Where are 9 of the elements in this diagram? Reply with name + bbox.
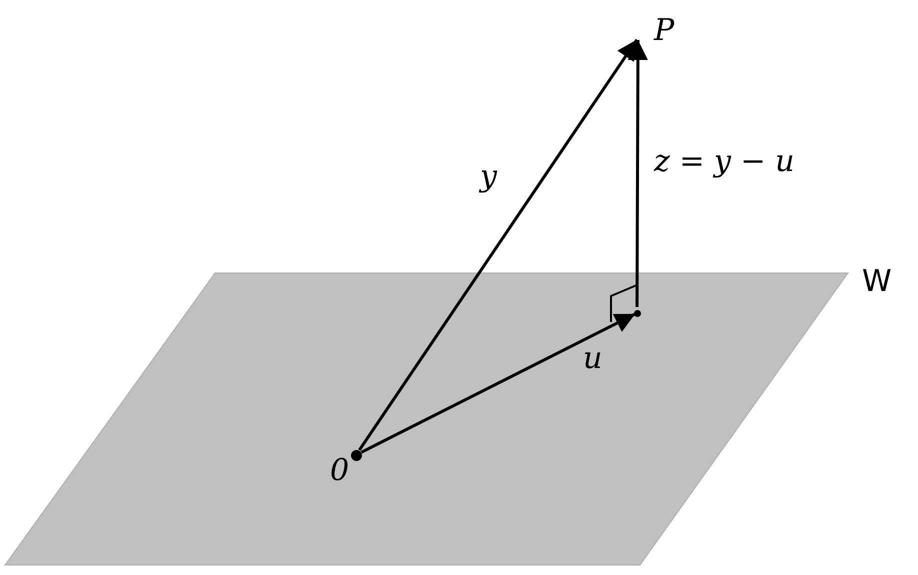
- arrow: [628, 40, 648, 307]
- edge-label: y: [480, 160, 497, 194]
- point-name: 0: [330, 454, 350, 488]
- plane-label: W: [862, 265, 892, 299]
- arrow: [360, 312, 636, 454]
- point-name: P: [654, 14, 674, 48]
- edge-label: z = y − u: [654, 145, 794, 179]
- arrow: [358, 38, 638, 451]
- edge-label: u: [583, 342, 602, 376]
